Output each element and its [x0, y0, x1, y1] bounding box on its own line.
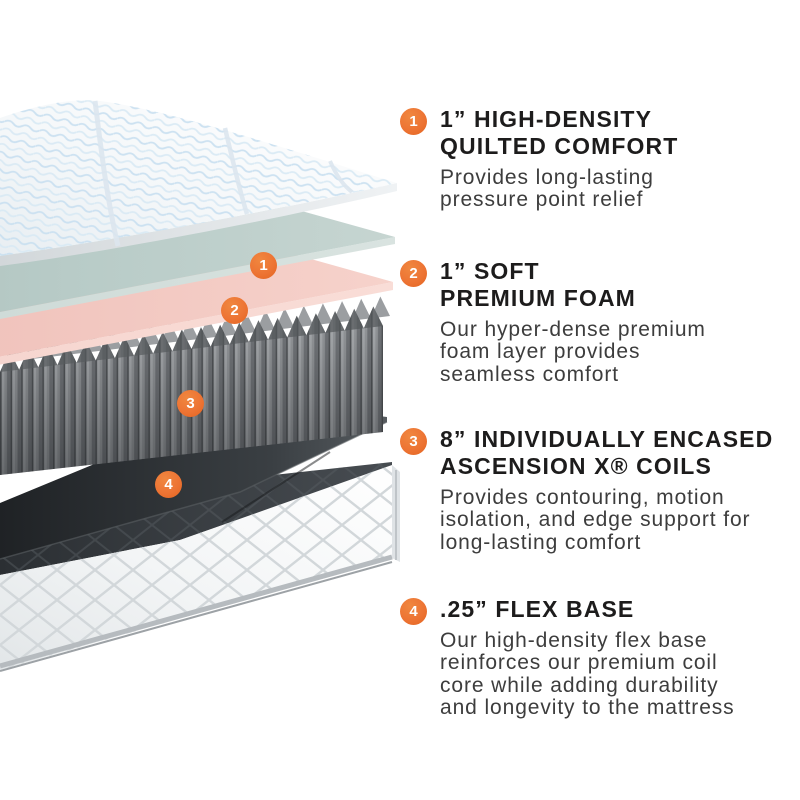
desc-line: isolation, and edge support for [440, 508, 751, 532]
section-title-4: .25” FLEX BASE [440, 596, 795, 623]
desc-line: and longevity to the mattress [440, 696, 735, 720]
title-line: QUILTED COMFORT [440, 133, 679, 159]
section-encased-coils: 3 8” INDIVIDUALLY ENCASED ASCENSION X® C… [399, 424, 795, 554]
desc-line: Our high-density flex base [440, 629, 708, 652]
title-line: 8” INDIVIDUALLY ENCASED [440, 426, 774, 452]
section-description-1: Provides long-lasting pressure point rel… [440, 166, 795, 212]
title-line: 1” HIGH-DENSITY [440, 106, 653, 132]
section-number-badge-2: 2 [400, 260, 427, 287]
title-line: ASCENSION X® COILS [440, 453, 712, 479]
desc-line: Provides long-lasting [440, 166, 654, 189]
desc-line: core while adding durability [440, 673, 719, 697]
section-number-badge-4: 4 [400, 598, 427, 625]
desc-line: reinforces our premium coil [440, 651, 718, 675]
desc-line: Provides contouring, motion [440, 486, 725, 509]
quilted-comfort-layer [0, 100, 397, 266]
desc-line: Our hyper-dense premium [440, 318, 706, 341]
layer-callout-badge-1: 1 [250, 252, 277, 279]
desc-line: pressure point relief [440, 188, 644, 212]
section-title-2: 1” SOFT PREMIUM FOAM [440, 258, 795, 312]
quilted-base-cover-layer [0, 462, 400, 672]
section-flex-base: 4 .25” FLEX BASE Our high-density flex b… [399, 594, 795, 720]
desc-line: foam layer provides [440, 340, 641, 364]
layer-callout-badge-3: 3 [177, 390, 204, 417]
title-line: PREMIUM FOAM [440, 285, 636, 311]
section-description-2: Our hyper-dense premium foam layer provi… [440, 318, 795, 386]
section-quilted-comfort: 1 1” HIGH-DENSITY QUILTED COMFORT Provid… [399, 104, 795, 212]
section-title-1: 1” HIGH-DENSITY QUILTED COMFORT [440, 106, 795, 160]
section-number-badge-1: 1 [400, 108, 427, 135]
desc-line: long-lasting comfort [440, 530, 642, 554]
section-number-badge-3: 3 [400, 428, 427, 455]
layer-callout-badge-4: 4 [155, 471, 182, 498]
desc-line: seamless comfort [440, 362, 619, 386]
layer-callout-badge-2: 2 [221, 297, 248, 324]
section-description-3: Provides contouring, motion isolation, a… [440, 486, 795, 554]
title-line: .25” FLEX BASE [440, 596, 635, 622]
section-title-3: 8” INDIVIDUALLY ENCASED ASCENSION X® COI… [440, 426, 795, 480]
section-premium-foam: 2 1” SOFT PREMIUM FOAM Our hyper-dense p… [399, 256, 795, 386]
title-line: 1” SOFT [440, 258, 540, 284]
section-description-4: Our high-density flex base reinforces ou… [440, 629, 795, 720]
